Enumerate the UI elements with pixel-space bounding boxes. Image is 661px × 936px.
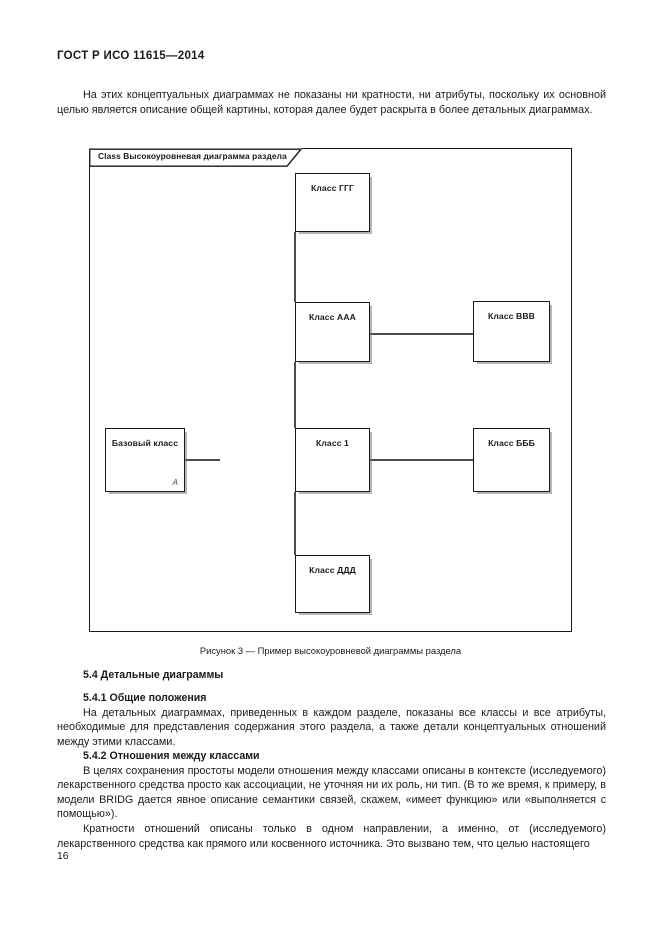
connector-ggg-aaa bbox=[294, 232, 296, 302]
class-box-bbb[interactable]: Класс ВВВ bbox=[473, 301, 550, 362]
class-box-label: Класс ВВВ bbox=[488, 311, 535, 321]
diagram-frame-label: Class Высокоуровневая диаграмма раздела bbox=[98, 151, 287, 161]
class-box-label: Класс ААА bbox=[309, 312, 356, 322]
class-box-ggg[interactable]: Класс ГГГ bbox=[295, 173, 370, 232]
uml-class-diagram: Class Высокоуровневая диаграмма раздела … bbox=[89, 148, 572, 632]
class-box-bbbb[interactable]: Класс БББ bbox=[473, 428, 550, 492]
class-box-label: Класс ДДД bbox=[309, 565, 356, 575]
class-box-ddd[interactable]: Класс ДДД bbox=[295, 555, 370, 613]
connector-class1-ddd bbox=[294, 492, 296, 555]
section-body: На детальных диаграммах, приведенных в к… bbox=[57, 706, 606, 748]
connector-aaa-bbb bbox=[370, 333, 473, 335]
class-box-label: Класс ГГГ bbox=[311, 183, 354, 193]
connector-aaa-class1 bbox=[294, 362, 296, 428]
section-5-4: 5.4 Детальные диаграммы bbox=[57, 668, 606, 683]
intro-paragraph: На этих концептуальных диаграммах не пок… bbox=[57, 89, 606, 116]
class-box-aaa[interactable]: Класс ААА bbox=[295, 302, 370, 362]
class-box-class1[interactable]: Класс 1 bbox=[295, 428, 370, 492]
section-body: В целях сохранения простоты модели отнош… bbox=[57, 764, 606, 821]
figure-caption: Рисунок 3 — Пример высокоуровневой диагр… bbox=[199, 645, 462, 656]
section-5-4-1: 5.4.1 Общие положения На детальных диагр… bbox=[57, 691, 606, 749]
section-5-4-2: 5.4.2 Отношения между классами В целях с… bbox=[57, 749, 606, 822]
running-header: ГОСТ Р ИСО 11615—2014 bbox=[57, 50, 205, 62]
abstract-class-marker: A bbox=[172, 478, 178, 487]
frame-tab-shape bbox=[89, 148, 302, 167]
diagram-frame-tab: Class Высокоуровневая диаграмма раздела bbox=[89, 148, 302, 167]
class-box-label: Базовый класс bbox=[111, 438, 179, 448]
closing-paragraph: Кратности отношений описаны только в одн… bbox=[57, 823, 606, 850]
section-heading: 5.4.1 Общие положения bbox=[83, 692, 207, 704]
closing-paragraph-block: Кратности отношений описаны только в одн… bbox=[57, 822, 606, 851]
section-heading: 5.4 Детальные диаграммы bbox=[83, 669, 224, 681]
connector-base-class1 bbox=[185, 459, 220, 461]
class-box-base[interactable]: Базовый класс A bbox=[105, 428, 185, 492]
connector-class1-bbbb bbox=[370, 459, 473, 461]
page-number: 16 bbox=[57, 851, 69, 862]
class-box-label: Класс 1 bbox=[316, 438, 349, 448]
class-box-label: Класс БББ bbox=[488, 438, 535, 448]
section-heading: 5.4.2 Отношения между классами bbox=[83, 750, 260, 762]
